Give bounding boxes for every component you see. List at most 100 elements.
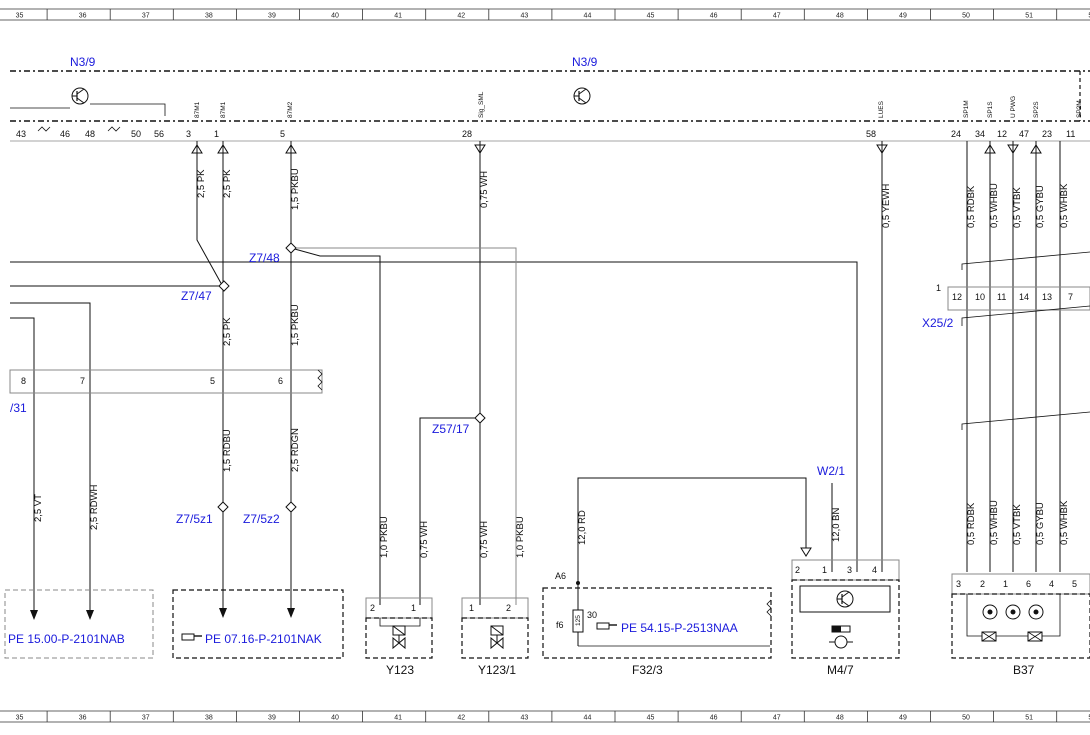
wire-label: 2,5 RDWH <box>89 484 100 530</box>
solenoid-valve-icon <box>490 625 504 650</box>
sensor-icon <box>982 604 998 620</box>
wire-label: 0,5 WHBU <box>989 183 1000 228</box>
ruler-column-36: 36 <box>79 715 87 722</box>
pin-5: 5 <box>1072 579 1077 589</box>
reference-link-pe07[interactable]: PE 07.16-P-2101NAK <box>205 632 322 646</box>
label-31: /31 <box>10 401 27 415</box>
ruler-column-42: 42 <box>457 715 465 722</box>
pin-6: 6 <box>1026 579 1031 589</box>
pin-46: 46 <box>60 129 70 139</box>
pin-2: 2 <box>370 603 375 613</box>
ruler-column-38: 38 <box>205 13 213 20</box>
ruler-column-41: 41 <box>394 13 402 20</box>
pin-8: 8 <box>21 376 26 386</box>
pin-56: 56 <box>154 129 164 139</box>
switch-icon <box>37 126 51 132</box>
ruler-column-36: 36 <box>79 13 87 20</box>
fuse-icon: 125 <box>572 609 584 633</box>
pin-23: 23 <box>1042 129 1052 139</box>
label-z7-48: Z7/48 <box>249 251 280 265</box>
shield-line <box>961 411 1090 430</box>
ruler-column-45: 45 <box>647 13 655 20</box>
pin-11: 11 <box>997 292 1006 302</box>
pin-3: 3 <box>186 129 191 139</box>
device-y123: 2 1 Y123 <box>365 597 433 677</box>
label-z7-47: Z7/47 <box>181 289 212 303</box>
transistor-icon <box>836 590 854 608</box>
pin-f6: f6 <box>556 620 564 630</box>
label-n3-9-right: N3/9 <box>572 55 598 69</box>
signal-u-pwg: U PWG <box>1010 96 1017 118</box>
label-n3-9-left: N3/9 <box>70 55 96 69</box>
ruler-column-38: 38 <box>205 715 213 722</box>
wire-label: 0,75 WH <box>479 521 490 558</box>
label-z57-17: Z57/17 <box>432 422 470 436</box>
sensor-icon <box>1005 604 1021 620</box>
pin-a6: A6 <box>555 571 566 581</box>
wire-label: 0,5 RDBK <box>966 185 977 228</box>
reference-box-pe15[interactable]: PE 15.00-P-2101NAB <box>4 589 154 659</box>
device-m4-7: 2 1 3 4 M4/7 <box>791 559 900 677</box>
signal-sp2m: SP2M <box>1076 100 1083 118</box>
pin-43: 43 <box>16 129 26 139</box>
device-b37: 3 2 1 6 4 5 B37 <box>951 573 1090 677</box>
reference-link-pe15[interactable]: PE 15.00-P-2101NAB <box>8 632 125 646</box>
pin-1: 1 <box>822 565 827 575</box>
ruler-column-39: 39 <box>268 13 276 20</box>
pin-7: 7 <box>80 376 85 386</box>
wire-label: 1,0 PKBU <box>515 516 526 558</box>
ruler-column-52: 52 <box>1088 13 1090 20</box>
connector-31: 8 7 5 6 /31 <box>9 369 323 415</box>
pin-10: 10 <box>975 292 985 302</box>
wire-labels-top: 2,5 PK 2,5 PK 1,5 PKBU 0,75 WH 0,5 YEWH … <box>196 168 1070 228</box>
ruler-column-47: 47 <box>773 13 781 20</box>
pin-14: 14 <box>1019 292 1029 302</box>
ruler-column-44: 44 <box>584 715 592 722</box>
wire-label: 0,5 GYBU <box>1035 502 1046 545</box>
wire-label: 1,5 RDBU <box>222 429 233 472</box>
device-label-f32-3: F32/3 <box>632 663 663 677</box>
ruler-column-43: 43 <box>520 13 528 20</box>
wire-label: 0,5 WHBK <box>1059 183 1070 228</box>
pin-12: 12 <box>997 129 1007 139</box>
pin-13: 13 <box>1042 292 1052 302</box>
signal-sp1m: SP1M <box>963 100 970 118</box>
ruler-column-35: 35 <box>16 13 24 20</box>
pin-30: 30 <box>587 610 597 620</box>
device-label-b37: B37 <box>1013 663 1035 677</box>
signal-87m1: 87M1 <box>220 101 227 118</box>
ruler-column-37: 37 <box>142 715 150 722</box>
pin-50: 50 <box>131 129 141 139</box>
wire-label: 0,75 WH <box>419 521 430 558</box>
wires <box>10 141 1061 615</box>
ruler-column-51: 51 <box>1025 715 1033 722</box>
reference-link-pe54[interactable]: PE 54.15-P-2513NAA <box>621 621 738 635</box>
wire-label: 2,5 RDGN <box>290 428 301 472</box>
ruler-column-40: 40 <box>331 13 339 20</box>
label-x25-2: X25/2 <box>922 316 954 330</box>
pin-34: 34 <box>975 129 985 139</box>
signal-87m1: 87M1 <box>194 101 201 118</box>
control-unit-n3-9: N3/9 N3/9 43 46 48 50 56 3 1 5 28 58 <box>10 55 1090 142</box>
ruler-column-43: 43 <box>520 715 528 722</box>
reference-hand-icon <box>596 622 617 630</box>
ruler-column-41: 41 <box>394 715 402 722</box>
pin-12: 12 <box>952 292 962 302</box>
ruler-column-48: 48 <box>836 715 844 722</box>
wire-label: 2,5 PK <box>196 169 207 198</box>
pin-28: 28 <box>462 129 472 139</box>
ruler-column-46: 46 <box>710 715 718 722</box>
pin-47: 47 <box>1019 129 1029 139</box>
pin-4: 4 <box>1049 579 1054 589</box>
wire-label: 2,5 VT <box>33 494 44 522</box>
reference-box-pe07[interactable]: PE 07.16-P-2101NAK <box>172 589 344 659</box>
wire-label: 12,0 RD <box>577 510 588 545</box>
wire-label: 1,0 PKBU <box>379 516 390 558</box>
signal-sp2s: SP2S <box>1033 101 1040 118</box>
device-f32-3: A6 125 30 f6 PE 54.15-P-2513NAA F32/3 <box>542 571 772 677</box>
wire-label: 0,5 GYBU <box>1035 185 1046 228</box>
reference-hand-icon <box>181 633 202 641</box>
ruler-column-46: 46 <box>710 13 718 20</box>
ruler-column-42: 42 <box>457 13 465 20</box>
pin-5: 5 <box>280 129 285 139</box>
